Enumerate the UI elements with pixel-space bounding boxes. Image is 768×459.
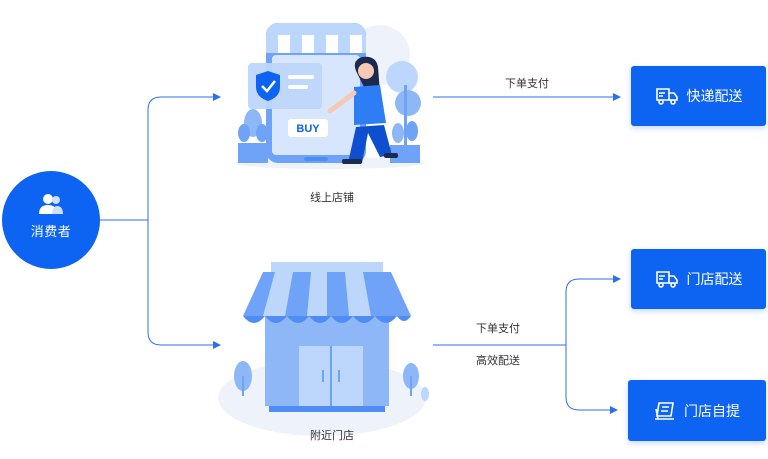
consumer-label: 消费者 <box>30 224 72 240</box>
store-edge-label-2: 高效配送 <box>476 354 520 367</box>
store-delivery-label: 门店配送 <box>686 272 743 288</box>
branch-to-store-line <box>147 220 221 349</box>
store-to-pickup-line <box>565 345 618 414</box>
package-pickup-icon <box>655 401 674 420</box>
store-edge-label-1: 下单支付 <box>476 322 520 335</box>
online-edge-label: 下单支付 <box>505 77 549 90</box>
delivery-truck-icon <box>655 88 678 105</box>
delivery-truck-icon <box>655 271 678 288</box>
express-delivery-label: 快递配送 <box>686 89 743 105</box>
buy-label: BUY <box>296 123 320 135</box>
online-store-caption: 线上店铺 <box>310 191 354 204</box>
nearby-store-illustration <box>218 262 429 436</box>
store-delivery-button[interactable]: 门店配送 <box>631 249 766 309</box>
nearby-store-caption: 附近门店 <box>310 429 354 442</box>
users-icon <box>39 193 63 214</box>
store-to-delivery-line <box>565 275 621 345</box>
store-pickup-button[interactable]: 门店自提 <box>628 380 766 441</box>
consumer-node[interactable]: 消费者 <box>2 171 100 269</box>
online-store-illustration: BUY <box>235 23 425 169</box>
express-delivery-button[interactable]: 快递配送 <box>631 66 766 126</box>
store-pickup-label: 门店自提 <box>684 403 740 420</box>
shield-icon <box>256 71 280 101</box>
branch-to-online-line <box>147 93 221 220</box>
